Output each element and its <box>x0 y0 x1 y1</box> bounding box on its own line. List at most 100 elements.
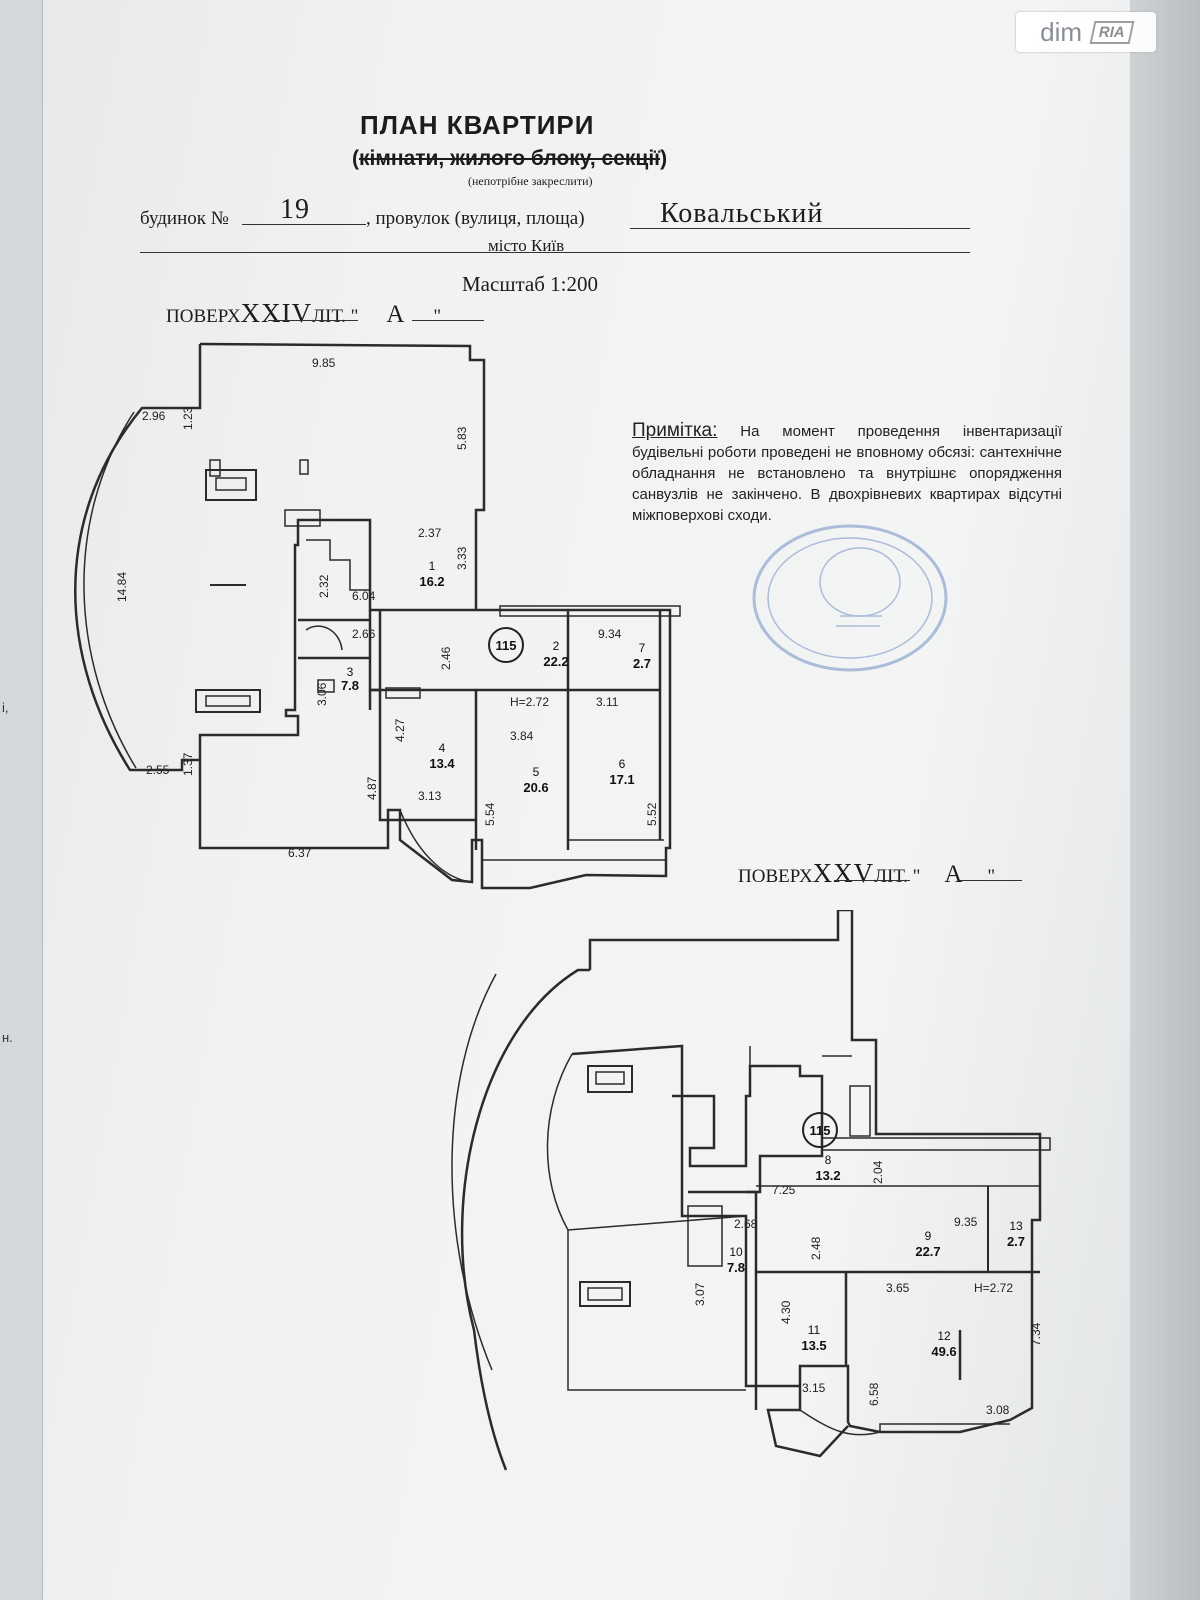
floor-25-plan: 115 7.25 2.04 2.68 9.35 2.48 3.07 3.65 H… <box>451 910 1051 1471</box>
street-name: Ковальський <box>660 198 824 229</box>
dimension-label: 1.37 <box>181 752 195 776</box>
dimension-label: 6.37 <box>288 846 312 860</box>
room-number: 9 <box>925 1229 932 1243</box>
floor-25-dimensions: 7.25 2.04 2.68 9.35 2.48 3.07 3.65 H=2.7… <box>693 1160 1043 1417</box>
room-number: 3 <box>347 665 354 679</box>
apartment-marker: 115 <box>488 627 524 663</box>
dimension-label: 2.32 <box>317 574 331 598</box>
dimension-label: 2.96 <box>142 409 166 423</box>
dimension-label: 9.35 <box>954 1215 978 1229</box>
dimension-label: 2.48 <box>809 1236 823 1260</box>
house-number: 19 <box>280 194 310 225</box>
dimension-label: 3.13 <box>418 789 442 803</box>
strike-hint: (непотрібне закреслити) <box>468 174 593 188</box>
dimension-label: 3.65 <box>886 1281 910 1295</box>
left-page-edge <box>0 0 43 1600</box>
room-number: 4 <box>439 741 446 755</box>
room-area: 22.7 <box>915 1244 940 1259</box>
room-number: 12 <box>937 1329 951 1343</box>
floor-24-rooms: 1 16.2 2 22.2 3 7.8 4 13.4 5 20.6 6 17.1… <box>341 559 651 795</box>
dimension-label: 3.33 <box>455 546 469 570</box>
floor-25-label: ПОВЕРХXXVЛІТ. "А" <box>738 858 996 888</box>
house-label: будинок № <box>140 208 229 229</box>
scale: Масштаб 1:200 <box>462 272 599 296</box>
dimension-label: 3.08 <box>986 1403 1010 1417</box>
dimension-label: 9.34 <box>598 627 622 641</box>
dimension-label: 3.15 <box>802 1381 826 1395</box>
document-title: ПЛАН КВАРТИРИ <box>360 110 595 140</box>
floor-25-lit: А <box>944 861 964 888</box>
dimension-label: 6.04 <box>352 589 376 603</box>
dimension-label: H=2.72 <box>974 1281 1013 1295</box>
right-background <box>1130 0 1200 1600</box>
dimension-label: 5.54 <box>483 802 497 826</box>
floor-25-rooms: 8 13.2 9 22.7 10 7.8 11 13.5 12 49.6 13 … <box>727 1153 1025 1359</box>
room-number: 7 <box>639 641 646 655</box>
dimension-label: 4.87 <box>365 776 379 800</box>
room-area: 13.5 <box>801 1338 826 1353</box>
floor-24-number: XXIV <box>240 298 313 328</box>
room-number: 8 <box>825 1153 832 1167</box>
dimension-label: 4.30 <box>779 1300 793 1324</box>
watermark-badge: RIA <box>1089 20 1135 44</box>
room-number: 1 <box>429 559 436 573</box>
floor-25-number: XXV <box>812 858 875 888</box>
room-number: 5 <box>533 765 540 779</box>
dimension-label: 3.84 <box>510 729 534 743</box>
room-area: 7.8 <box>341 678 359 693</box>
room-area: 7.8 <box>727 1260 745 1275</box>
svg-text:115: 115 <box>810 1123 831 1138</box>
room-number: 11 <box>808 1323 821 1337</box>
room-area: 17.1 <box>609 772 634 787</box>
room-area: 49.6 <box>931 1344 956 1359</box>
dimension-label: 1.23 <box>181 406 195 430</box>
room-area: 20.6 <box>523 780 548 795</box>
dimension-label: 2.04 <box>871 1160 885 1184</box>
floor-24-dimensions: 9.85 2.96 1.23 5.83 14.84 2.37 3.33 2.32… <box>115 356 659 860</box>
dimension-label: 6.58 <box>867 1382 881 1406</box>
dimension-label: 9.85 <box>312 356 336 370</box>
dimension-label: 14.84 <box>115 572 129 602</box>
room-number: 2 <box>553 639 560 653</box>
margin-mark: і, <box>2 700 9 715</box>
street-label: , провулок (вулиця, площа) <box>366 208 585 229</box>
room-area: 13.2 <box>815 1168 840 1183</box>
dimension-label: 2.37 <box>418 526 442 540</box>
document-subtitle: (кімнати, жилого блоку, секції) <box>352 147 668 170</box>
dimension-label: H=2.72 <box>510 695 549 709</box>
room-area: 13.4 <box>429 756 455 771</box>
note-block: Примітка: На момент проведення інвентари… <box>632 420 1062 526</box>
dimension-label: 3.06 <box>315 682 329 706</box>
dimension-label: 2.66 <box>352 627 376 641</box>
dimension-label: 2.55 <box>146 763 170 777</box>
floor-24-lit: А <box>386 301 406 328</box>
struck-options: кімнати, жилого блоку, секції <box>359 147 661 170</box>
floor-24-plan: 115 9.85 2.96 1.23 5.83 14.84 2.37 3.33 … <box>74 342 681 890</box>
room-area: 2.7 <box>633 656 651 671</box>
apartment-marker: 115 <box>802 1112 838 1148</box>
note-heading: Примітка: <box>632 420 718 441</box>
watermark-brand: dim <box>1040 16 1083 47</box>
room-area: 22.2 <box>543 654 568 669</box>
dimension-label: 3.11 <box>596 695 619 709</box>
dimension-label: 7.25 <box>772 1183 796 1197</box>
room-area: 2.7 <box>1007 1234 1025 1249</box>
dimension-label: 2.46 <box>439 646 453 670</box>
room-number: 6 <box>619 757 626 771</box>
room-number: 10 <box>729 1245 743 1259</box>
note-text: На момент проведення інвентаризації буді… <box>632 423 1062 524</box>
dimension-label: 3.07 <box>693 1282 707 1306</box>
dimension-label: 7.34 <box>1029 1322 1043 1346</box>
room-area: 16.2 <box>419 574 444 589</box>
city: місто Київ <box>488 236 565 255</box>
margin-mark: н. <box>2 1030 13 1045</box>
room-number: 13 <box>1009 1219 1023 1233</box>
bti-stamp <box>752 524 948 672</box>
dimension-label: 4.27 <box>393 718 407 742</box>
svg-text:115: 115 <box>496 638 517 653</box>
floor-24-label: ПОВЕРХXXIVЛІТ. "А" <box>166 298 442 328</box>
dimension-label: 5.83 <box>455 426 469 450</box>
dimension-label: 5.52 <box>645 802 659 826</box>
dimension-label: 2.68 <box>734 1217 758 1231</box>
